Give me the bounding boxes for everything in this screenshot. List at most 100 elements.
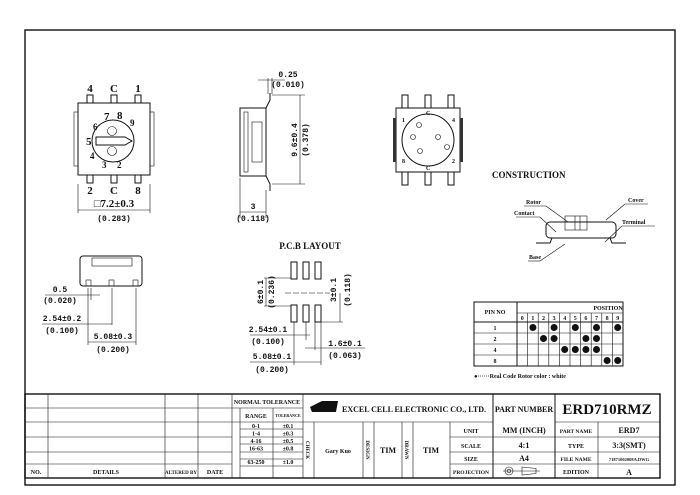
pads bbox=[290, 261, 322, 323]
drawing-label: Contact bbox=[514, 211, 534, 217]
drawing-label: DATE bbox=[207, 470, 223, 476]
drawing-label: RANGE bbox=[245, 414, 267, 420]
code-dot bbox=[540, 335, 547, 342]
pin-label: C bbox=[110, 83, 118, 95]
code-dot bbox=[593, 335, 600, 342]
pin-number: 1 bbox=[494, 326, 497, 332]
code-dot bbox=[603, 357, 611, 364]
code-dot bbox=[571, 324, 579, 331]
drawing-label: (0.100) bbox=[251, 338, 285, 347]
tolerance-range: 63-250 bbox=[248, 460, 265, 466]
drawing-label: A4 bbox=[519, 454, 529, 463]
code-dot bbox=[550, 335, 558, 342]
drawing-label: (0.100) bbox=[45, 327, 79, 336]
drawing-label: 3±0.1 bbox=[330, 278, 339, 302]
tolerance-value: ±0.3 bbox=[283, 432, 294, 438]
drawing-label: Base bbox=[529, 255, 541, 261]
pin-number: 8 bbox=[494, 359, 497, 365]
position-number: 8 bbox=[606, 316, 609, 322]
position-number: 2 bbox=[542, 316, 545, 322]
position-number: 6 bbox=[584, 316, 587, 322]
drawing-label: NO. bbox=[31, 470, 42, 476]
drawing-label: Cover bbox=[628, 198, 644, 204]
drawing-label: 4 bbox=[90, 151, 95, 161]
drawing-label: PROJECTION bbox=[453, 470, 489, 476]
drawing-label: 5.08±0.3 bbox=[94, 333, 133, 342]
drawing-label: C bbox=[426, 111, 430, 117]
dimension-label: □7.2±0.3 bbox=[94, 198, 135, 210]
drawing-label: 1 bbox=[402, 118, 405, 124]
code-dot bbox=[571, 346, 579, 353]
tolerance-value: ±0.8 bbox=[283, 447, 294, 453]
position-number: 7 bbox=[595, 316, 598, 322]
drawing-label: 8 bbox=[117, 110, 123, 122]
pin-label: 2 bbox=[87, 185, 93, 197]
drawing-label: 2 bbox=[452, 159, 455, 165]
pcb-layout-title: P.C.B LAYOUT bbox=[279, 241, 341, 251]
pin-no-header: PIN NO bbox=[485, 310, 506, 316]
code-table: PIN NO POSITION ●······Real Code Rotor c… bbox=[473, 301, 624, 380]
company-logo bbox=[310, 401, 338, 412]
drawing-frame bbox=[24, 29, 676, 486]
drawing-label: SCALE bbox=[461, 444, 481, 450]
drawing-label: (0.236) bbox=[268, 275, 277, 309]
drawing-label: 5 bbox=[86, 136, 92, 148]
end-view: 0.5 (0.020) 2.54±0.2 (0.100) 5.08±0.3 (0… bbox=[42, 255, 143, 355]
construction-view: CONSTRUCTION Rotor Contact Cover Termina… bbox=[492, 170, 655, 262]
drawing-label: 7 bbox=[104, 111, 110, 123]
position-number: 0 bbox=[521, 316, 524, 322]
pin-label: 4 bbox=[87, 83, 93, 95]
drawing-label: Rotor bbox=[526, 200, 541, 206]
drawing-label: 4:1 bbox=[519, 441, 530, 450]
drawing-label: (0.118) bbox=[236, 215, 270, 224]
pin-label: C bbox=[110, 185, 118, 197]
drawing-label: ALTERED BY bbox=[165, 471, 197, 476]
code-dot bbox=[582, 346, 590, 353]
tolerance-value: ±0.1 bbox=[283, 424, 294, 430]
tolerance-range: 4-16 bbox=[251, 439, 262, 445]
position-number: 4 bbox=[563, 316, 566, 322]
drawing-label: PART NUMBER bbox=[495, 405, 554, 414]
drawing-label: TYPE bbox=[568, 444, 584, 450]
drawing-label: 0.5 bbox=[53, 286, 68, 295]
drawing-label: DETAILS bbox=[93, 470, 120, 476]
code-dot bbox=[593, 324, 600, 331]
code-dot bbox=[614, 324, 622, 331]
code-dot bbox=[529, 324, 537, 331]
code-dot bbox=[593, 346, 600, 353]
construction-title: CONSTRUCTION bbox=[492, 170, 566, 180]
pin-label: 1 bbox=[135, 83, 141, 95]
drawing-label: 5.08±0.1 bbox=[253, 353, 292, 362]
side-view: 0.25 (0.010) 9.6±0.4 (0.378) 3 (0.118) bbox=[236, 71, 311, 224]
drawing-label: PART NAME bbox=[560, 429, 593, 435]
drawing-label: DESIGN bbox=[364, 440, 369, 460]
drawing-label: 3 bbox=[251, 203, 256, 212]
drawing-label: 2.54±0.1 bbox=[249, 326, 288, 335]
front-view: 4 C 1 2 C 8 7 8 9 6 5 4 3 2 □7.2±0.3 (0.… bbox=[73, 83, 155, 224]
dimension-label: (0.283) bbox=[97, 215, 131, 224]
pin-number: 2 bbox=[494, 337, 497, 343]
bottom-pins bbox=[86, 174, 142, 184]
drawing-label: EDITION bbox=[563, 470, 590, 476]
drawing-label: 0.25 bbox=[278, 71, 297, 80]
drawing-label: TIM bbox=[423, 446, 439, 455]
drawing-label: ERD7 bbox=[619, 426, 640, 435]
company-name: EXCEL CELL ELECTRONIC CO., LTD. bbox=[342, 405, 486, 414]
position-number: 9 bbox=[616, 316, 619, 322]
drawing-label: 4 bbox=[452, 118, 455, 124]
tolerance-value: ±0.5 bbox=[283, 439, 294, 445]
tolerance-range: 1-4 bbox=[252, 432, 260, 438]
bottom-view: 1 4 8 2 C C bbox=[393, 94, 463, 186]
position-number: 3 bbox=[553, 316, 556, 322]
title-block: NO. DETAILS ALTERED BY DATE NORMAL TOLER… bbox=[24, 393, 661, 479]
code-dot bbox=[561, 346, 569, 353]
drawing-label: (0.063) bbox=[328, 352, 362, 361]
drawing-label: UNIT bbox=[463, 429, 478, 435]
drawing-label: (0.200) bbox=[96, 346, 130, 355]
rotor-dial bbox=[91, 119, 135, 163]
drawing-label: 3:3(SMT) bbox=[612, 441, 646, 450]
code-legend: ●······Real Code Rotor color : white bbox=[474, 374, 566, 380]
drawing-label: 1.6±0.1 bbox=[328, 340, 362, 349]
drawing-label: SIZE bbox=[464, 457, 478, 463]
